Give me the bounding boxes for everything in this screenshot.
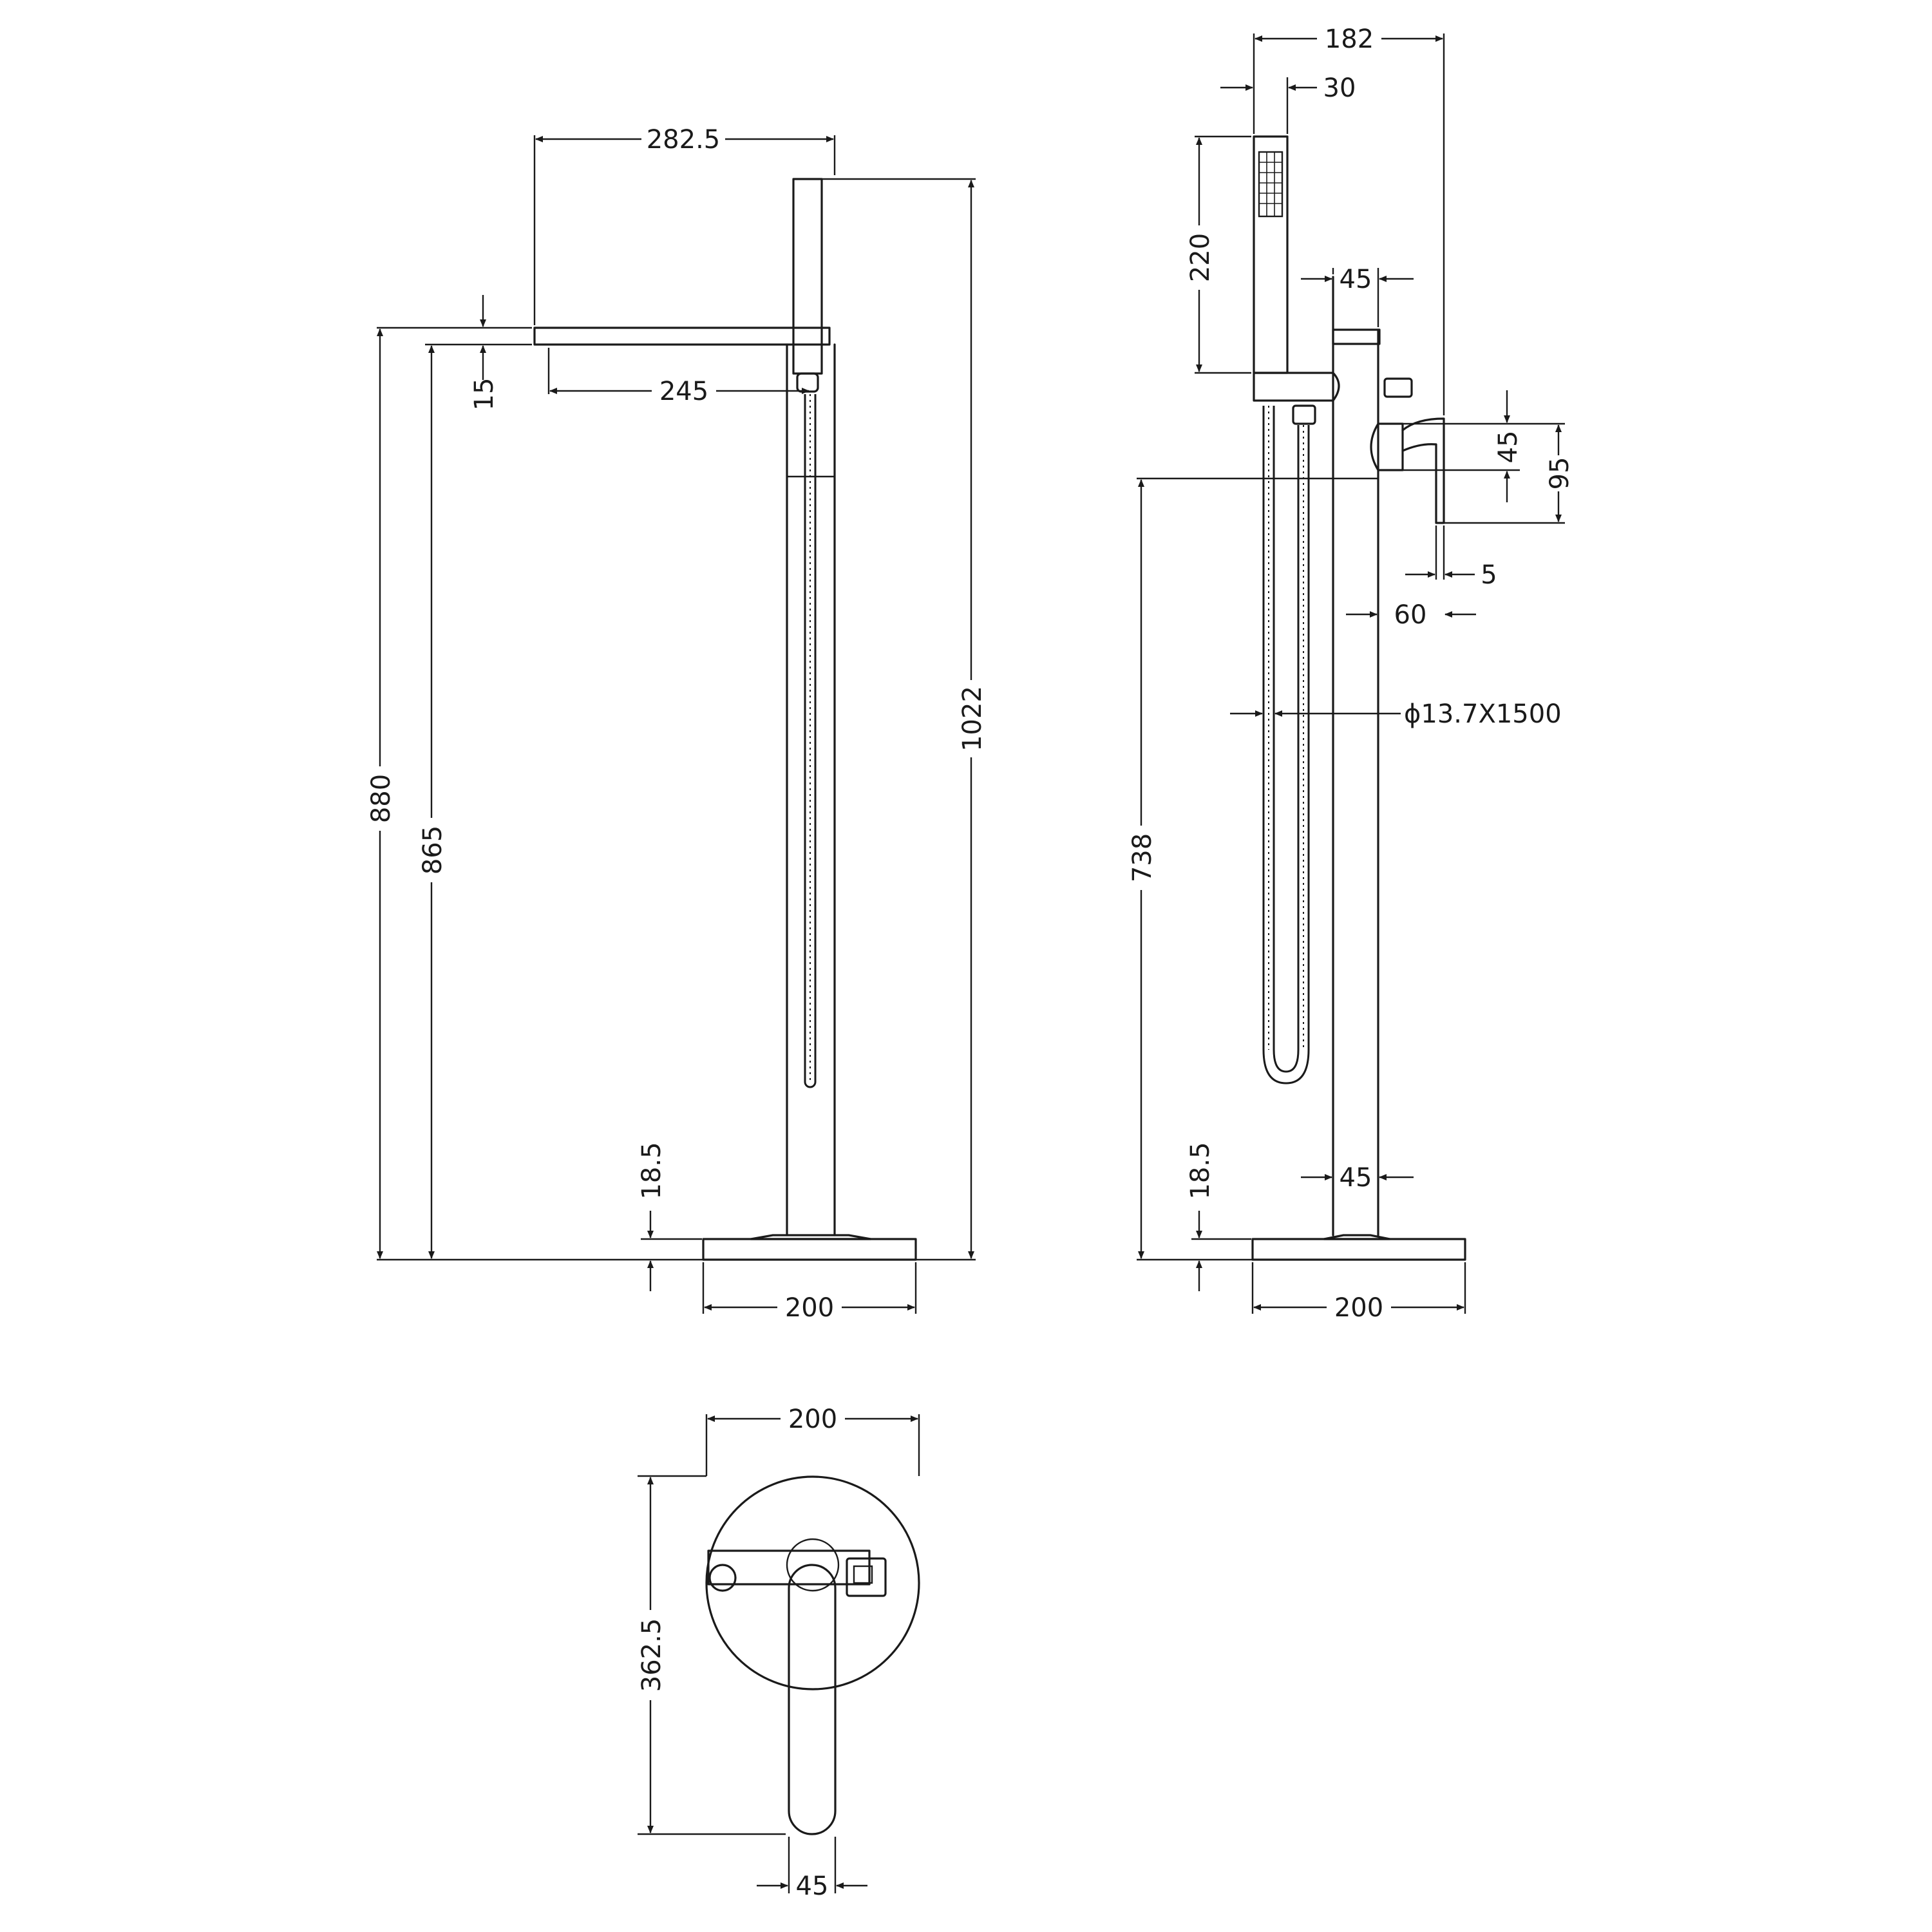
front-view: 282.5 245 15 880 865 1022 18.5 — [365, 125, 987, 1323]
plan-base-circle — [705, 1475, 920, 1690]
side-base-plate — [1251, 1238, 1466, 1261]
plan-outlet — [708, 1564, 737, 1592]
dim-plan-lever-length: 362.5 — [637, 1618, 667, 1692]
dim-base-thickness-side: 18.5 — [1186, 1142, 1215, 1199]
dim-spout-top-height: 880 — [366, 774, 396, 823]
side-spray-face — [1258, 151, 1283, 218]
dim-plan-lever-width: 45 — [796, 1871, 829, 1901]
dim-handset-width: 30 — [1323, 73, 1356, 103]
dim-lever-projection: 60 — [1394, 600, 1427, 630]
dim-riser-top: 45 — [1340, 265, 1372, 294]
plan-view: 200 362.5 45 — [635, 1405, 920, 1901]
dim-spout-reach: 282.5 — [647, 125, 721, 155]
side-hose — [1262, 404, 1316, 1084]
dim-plan-base-diameter: 200 — [788, 1405, 837, 1434]
front-holder — [796, 372, 819, 393]
dim-riser-bottom: 45 — [1340, 1163, 1372, 1193]
dim-base-diameter-side: 200 — [1334, 1293, 1383, 1323]
dim-base-thickness-front: 18.5 — [637, 1142, 667, 1199]
front-hose — [804, 394, 817, 1088]
plan-lever — [788, 1564, 837, 1835]
plan-riser-circle — [786, 1538, 840, 1592]
side-mixer-body — [1370, 422, 1404, 471]
dim-lever-height-floor: 738 — [1128, 833, 1157, 882]
spray-nozzle-pattern — [1259, 152, 1282, 216]
dim-lever-height: 95 — [1545, 457, 1575, 490]
dim-hose-offset: 245 — [659, 377, 708, 406]
side-outlet — [1383, 377, 1413, 398]
dim-overall-height: 1022 — [958, 686, 987, 752]
front-spout — [533, 327, 831, 346]
front-base-plate — [702, 1238, 917, 1261]
side-view: 182 30 220 45 45 95 5 — [1126, 24, 1575, 1323]
side-holder — [1253, 372, 1340, 402]
side-riser-top-ring — [1332, 328, 1381, 345]
dim-spout-thickness: 15 — [469, 378, 499, 411]
dim-lever-thickness: 5 — [1481, 560, 1497, 590]
dim-lever-width: 45 — [1493, 431, 1523, 464]
dim-handset-length: 220 — [1186, 233, 1215, 282]
dim-spout-underside-height: 865 — [418, 826, 448, 875]
dim-base-diameter-front: 200 — [785, 1293, 834, 1323]
dim-overall-depth: 182 — [1325, 24, 1374, 54]
plan-holder — [846, 1557, 887, 1597]
dim-hose-spec: ϕ13.7X1500 — [1404, 699, 1562, 729]
